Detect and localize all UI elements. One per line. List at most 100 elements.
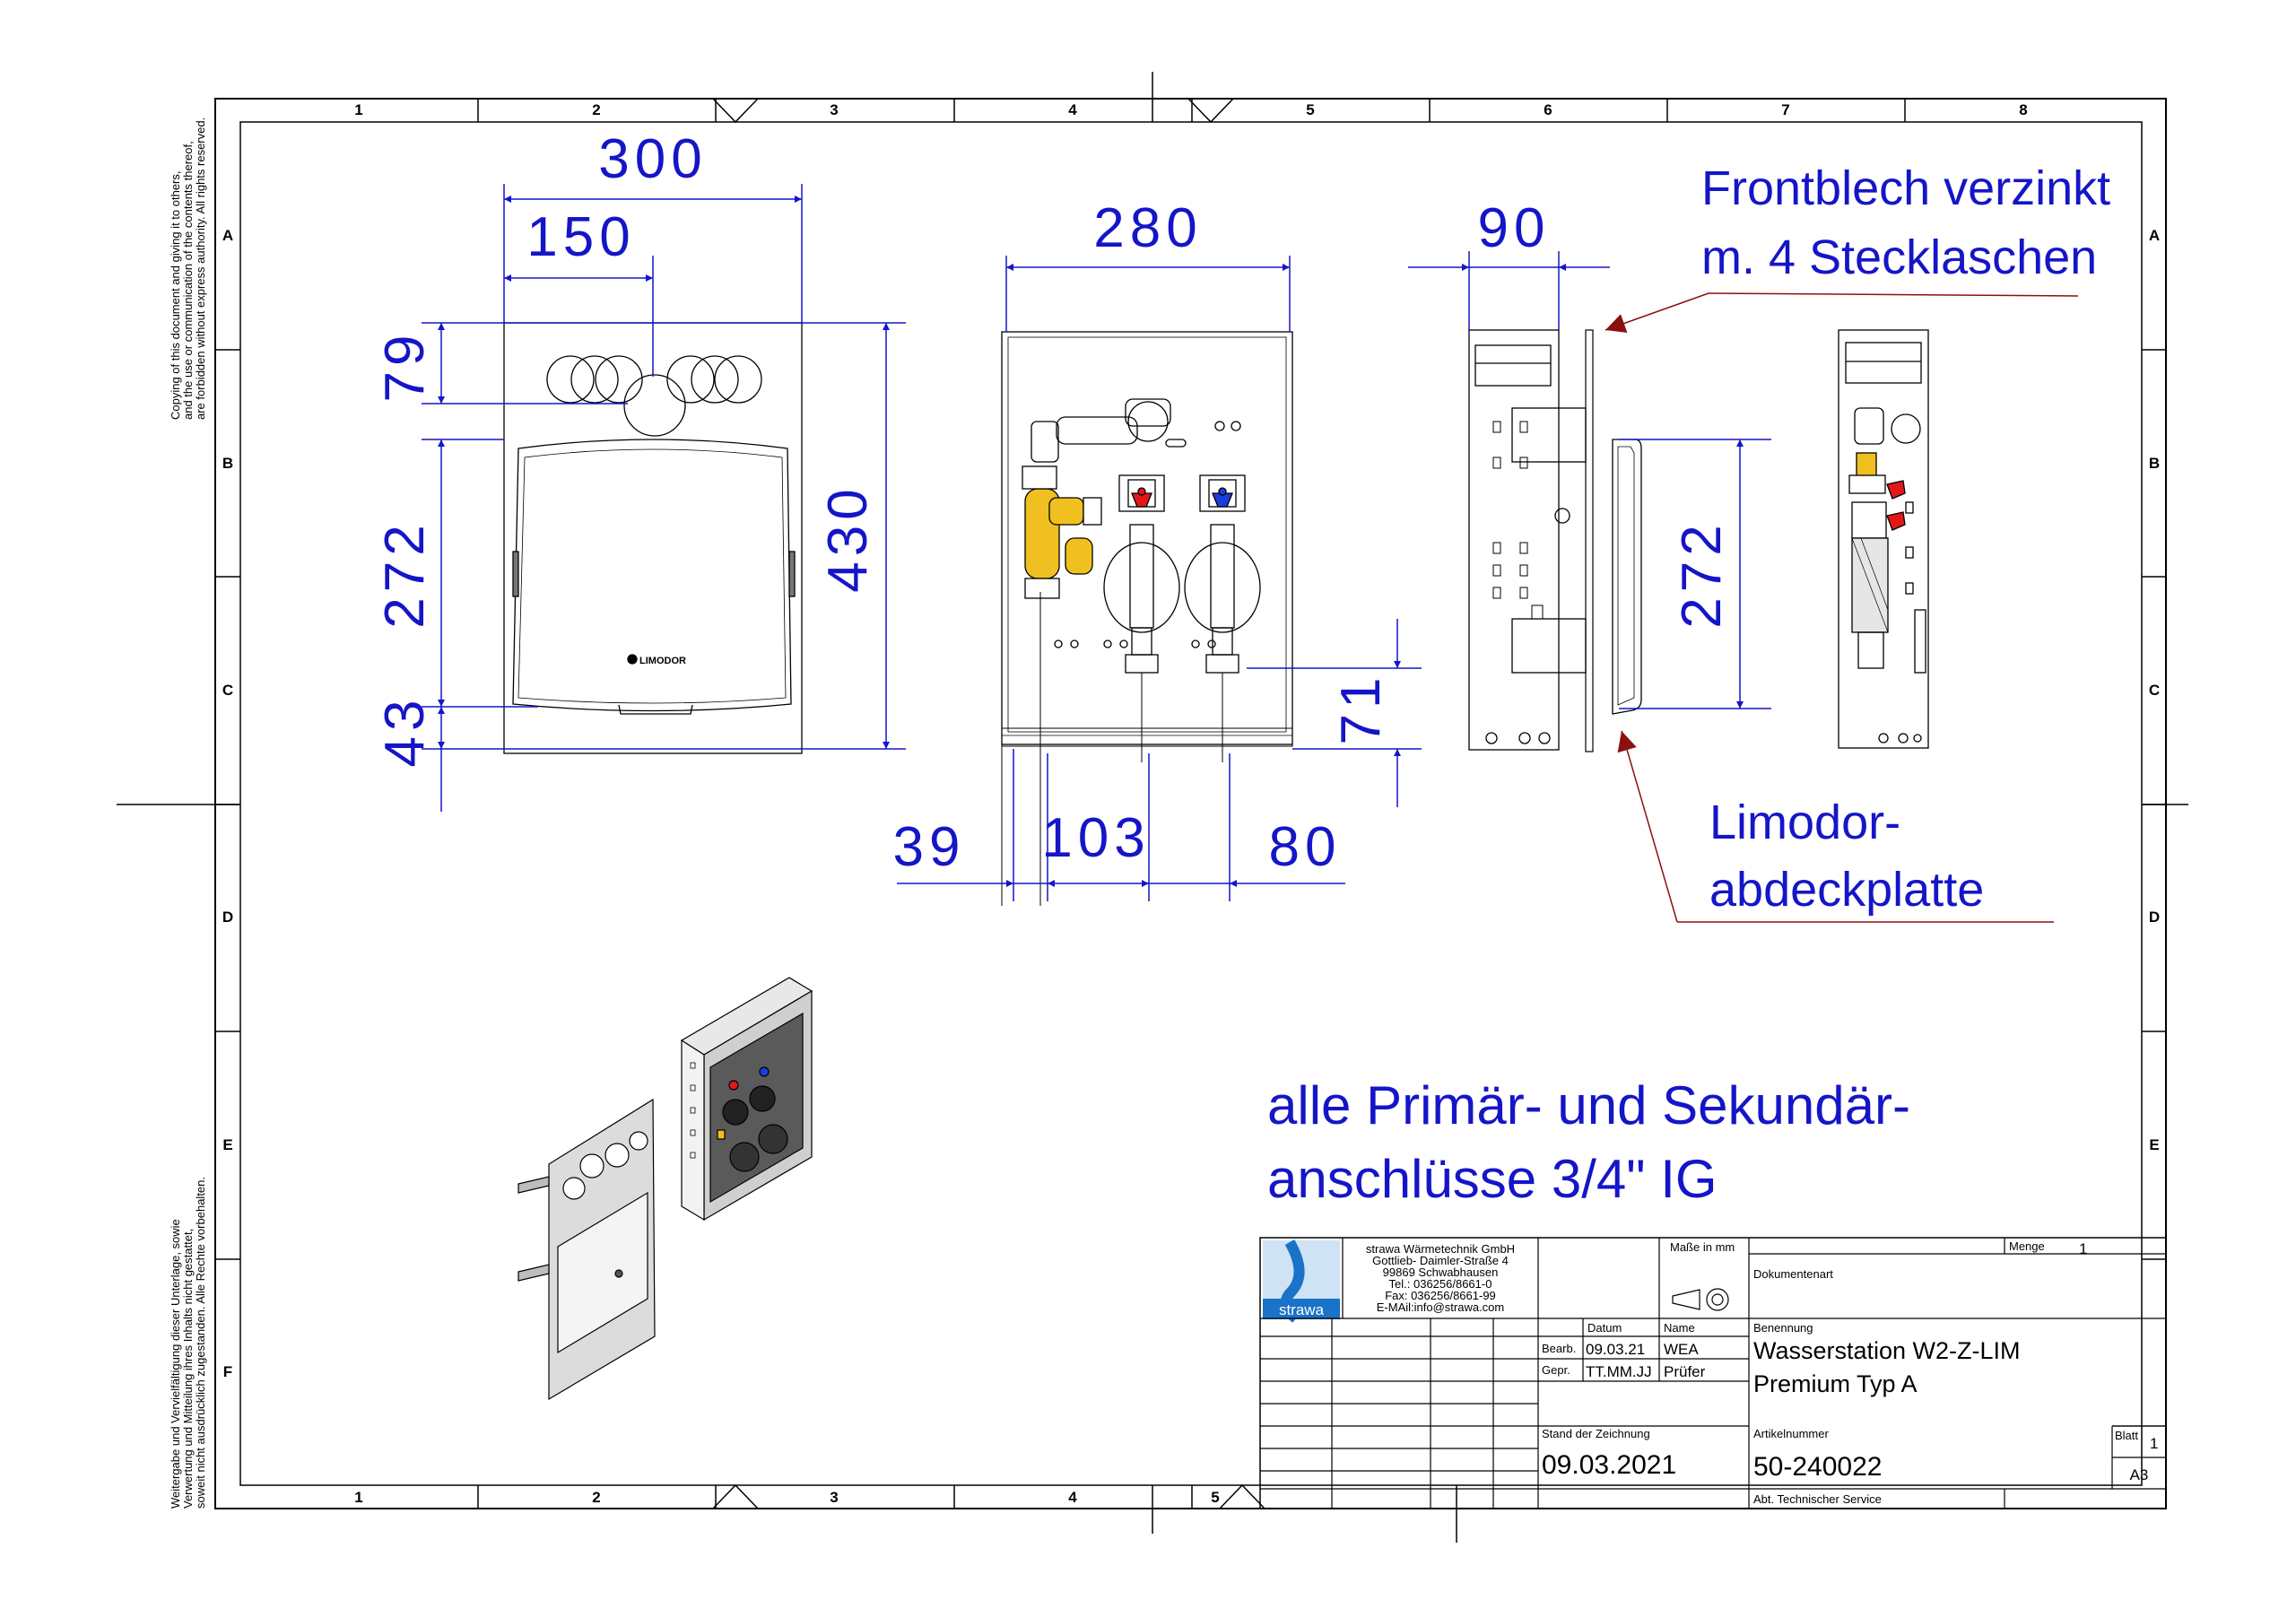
zone-row-c-left: C: [222, 682, 233, 699]
copyright-line-2: and the use or communication of the cont…: [181, 141, 195, 420]
zone-row-e-right: E: [2149, 1136, 2159, 1153]
dimension-labels-front: 300 150 79 272 43 430: [374, 128, 879, 767]
zone-col-1-bottom: 1: [354, 1489, 362, 1506]
datum-label: Datum: [1587, 1321, 1622, 1335]
zone-col-5-bottom: 5: [1211, 1489, 1219, 1506]
bearb-label: Bearb.: [1542, 1342, 1576, 1355]
dim-39: 39: [893, 816, 966, 878]
cover-hole-2: [570, 355, 619, 404]
dim-430: 430: [817, 483, 879, 592]
dim-300: 300: [598, 128, 707, 190]
dimensions-front-cover: [422, 184, 906, 812]
copyright-line-1: Copying of this document and giving it t…: [169, 171, 182, 421]
blatt-label: Blatt: [2115, 1429, 2138, 1442]
note-limodor-line-2: abdeckplatte: [1709, 863, 1984, 917]
zone-col-4-top: 4: [1068, 101, 1077, 118]
dim-71: 71: [1330, 673, 1392, 745]
valve-column-blue: [1184, 474, 1261, 762]
drawing-frame: [117, 72, 2188, 1543]
side-bracket-bottom: [1511, 618, 1587, 674]
zone-col-2-top: 2: [592, 101, 600, 118]
station-housing: [1001, 331, 1293, 745]
zone-row-a-right: A: [2149, 227, 2160, 244]
zone-row-d-left: D: [222, 909, 233, 926]
stand-value: 09.03.2021: [1542, 1450, 1676, 1480]
strawa-logo: strawa: [1279, 1301, 1325, 1318]
pump-assembly-top: [1031, 398, 1171, 463]
rights-line-1: Weitergabe und Vervielfältigung dieser U…: [169, 1219, 182, 1509]
dim-272-side: 272: [1671, 519, 1733, 628]
abt-label: Abt. Technischer Service: [1753, 1492, 1882, 1506]
zone-col-5-top: 5: [1306, 101, 1314, 118]
limodor-cover-side: [1612, 439, 1642, 715]
benennung-label: Benennung: [1753, 1321, 1813, 1335]
zone-row-c-right: C: [2149, 682, 2160, 699]
gepr-date: TT.MM.JJ: [1586, 1363, 1652, 1380]
company-name: strawa Wärmetechnik GmbH: [1366, 1242, 1515, 1256]
note-limodor-line-1: Limodor-: [1709, 796, 1900, 849]
artikel-value: 50-240022: [1753, 1452, 1882, 1482]
zone-col-2-bottom: 2: [592, 1489, 600, 1506]
zone-row-b-left: B: [222, 455, 233, 472]
benennung-line-1: Wasserstation W2-Z-LIM: [1753, 1337, 2021, 1364]
front-cover-view: LIMODOR: [503, 322, 803, 754]
gepr-label: Gepr.: [1542, 1363, 1570, 1377]
valve-column-red: [1103, 474, 1180, 762]
zone-col-8-top: 8: [2019, 101, 2027, 118]
dimension-labels-station: 280 71 39 103 80: [893, 197, 1392, 878]
title-block: [1259, 1237, 2167, 1509]
zone-col-7-top: 7: [1781, 101, 1789, 118]
dim-90: 90: [1478, 197, 1551, 259]
dimensions-station-front: [897, 256, 1422, 901]
rights-line-2: Verwertung und Mitteilung ihres Inhalts …: [181, 1229, 195, 1509]
zone-row-a-left: A: [222, 227, 233, 244]
company-fax: Fax: 036256/8661-99: [1385, 1289, 1496, 1302]
menge-label: Menge: [2009, 1239, 2045, 1253]
dim-272-front: 272: [374, 519, 436, 628]
dim-280: 280: [1093, 197, 1202, 259]
zone-col-4-bottom: 4: [1068, 1489, 1077, 1506]
heat-exchanger-brass: [1022, 465, 1102, 599]
stand-label: Stand der Zeichnung: [1542, 1427, 1650, 1440]
rights-notice-de: Weitergabe und Vervielfältigung dieser U…: [169, 1177, 207, 1509]
isometric-view: [517, 977, 813, 1401]
note-anschluesse-line-2: anschlüsse 3/4" IG: [1267, 1149, 1718, 1209]
company-tel: Tel.: 036256/8661-0: [1389, 1277, 1492, 1291]
company-street: Gottlieb- Daimler-Straße 4: [1372, 1254, 1509, 1267]
menge-value: 1: [2079, 1240, 2087, 1257]
name-label: Name: [1664, 1321, 1695, 1335]
dokumentenart-label: Dokumentenart: [1753, 1267, 1833, 1281]
note-anschluesse-line-1: alle Primär- und Sekundär-: [1267, 1075, 1910, 1135]
note-frontblech-line-1: Frontblech verzinkt: [1701, 161, 2110, 215]
zone-row-f-left: F: [223, 1363, 232, 1380]
benennung-line-2: Premium Typ A: [1753, 1370, 1918, 1397]
annotations: Frontblech verzinkt m. 4 Stecklaschen Li…: [1267, 161, 2110, 1209]
zone-col-6-top: 6: [1544, 101, 1552, 118]
copyright-notice: Copying of this document and giving it t…: [169, 117, 207, 420]
bearb-date: 09.03.21: [1586, 1341, 1645, 1358]
station-front-view: [1001, 331, 1293, 906]
dim-80: 80: [1269, 816, 1342, 878]
rights-line-3: soweit nicht ausdrücklich zugestanden. A…: [194, 1177, 207, 1509]
gepr-name: Prüfer: [1664, 1363, 1706, 1380]
company-email: E-MAil:info@strawa.com: [1377, 1300, 1505, 1314]
bearb-name: WEA: [1664, 1341, 1699, 1358]
side-bracket-top: [1511, 407, 1587, 463]
zone-row-e-left: E: [222, 1136, 232, 1153]
leader-lines: [1605, 292, 2079, 923]
note-frontblech-line-2: m. 4 Stecklaschen: [1701, 230, 2097, 284]
dimensions-side: [1408, 251, 1771, 709]
cover-hole-6: [714, 355, 762, 404]
company-city: 99869 Schwabhausen: [1383, 1265, 1499, 1279]
dim-79: 79: [374, 330, 436, 403]
zone-row-d-right: D: [2149, 909, 2160, 926]
artikel-label: Artikelnummer: [1753, 1427, 1829, 1440]
cover-hole-4: [666, 355, 715, 404]
cover-hole-center: [623, 374, 686, 437]
masse-label: Maße in mm: [1670, 1240, 1735, 1254]
side-view: [1468, 329, 1594, 752]
zone-row-b-right: B: [2149, 455, 2160, 472]
side-housing: [1468, 329, 1560, 751]
zone-col-3-bottom: 3: [830, 1489, 838, 1506]
